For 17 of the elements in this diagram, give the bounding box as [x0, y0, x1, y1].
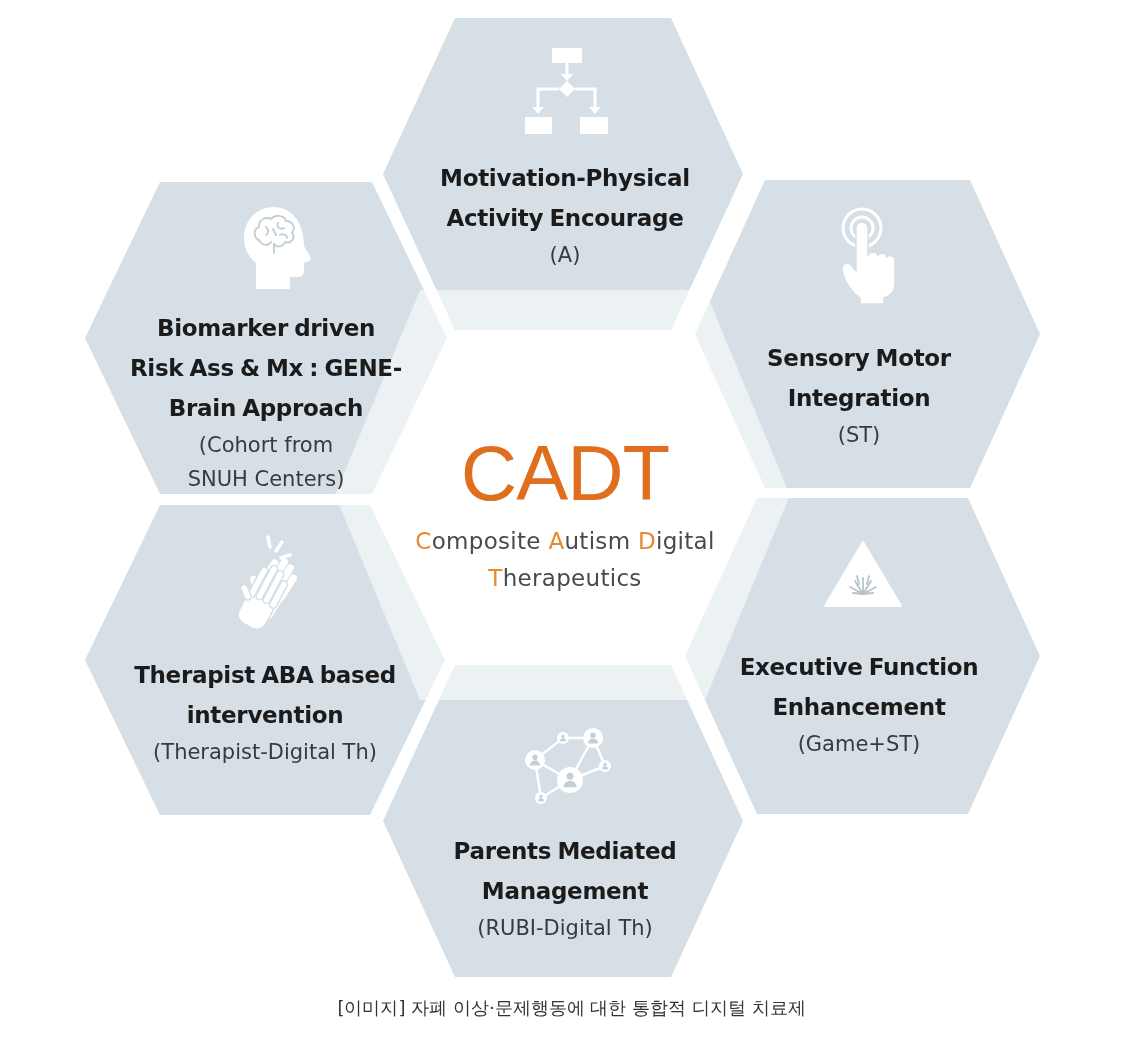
tile-subtitle: (ST) — [837, 422, 881, 449]
tile-subtitle: (Cohort from SNUH Centers) — [186, 432, 346, 493]
tile-title: Therapist ABA based intervention — [133, 661, 397, 730]
acronym-expansion: Composite Autism Digital Therapeutics — [414, 527, 716, 593]
tile-title: Executive Function Enhancement — [738, 653, 980, 722]
tile-title: Motivation-Physical Activity Encourage — [439, 164, 691, 233]
tile-subtitle: (RUBI-Digital Th) — [477, 915, 653, 942]
hexagon-tile — [383, 18, 743, 330]
tile-title: Parents Mediated Management — [452, 837, 678, 906]
tile-subtitle: (A) — [549, 242, 581, 269]
tile-subtitle: (Game+ST) — [797, 731, 921, 758]
tile-subtitle: (Therapist-Digital Th) — [153, 739, 377, 766]
acronym-heading: CADT — [460, 434, 670, 512]
caption: [이미지] 자폐 이상·문제행동에 대한 통합적 디지털 치료제 — [337, 997, 806, 1019]
hexagon-tile — [695, 180, 1040, 488]
tile-title: Sensory Motor Integration — [766, 344, 952, 413]
tile-title: Biomarker driven Risk Ass & Mx : GENE-Brain Approach — [128, 314, 404, 423]
